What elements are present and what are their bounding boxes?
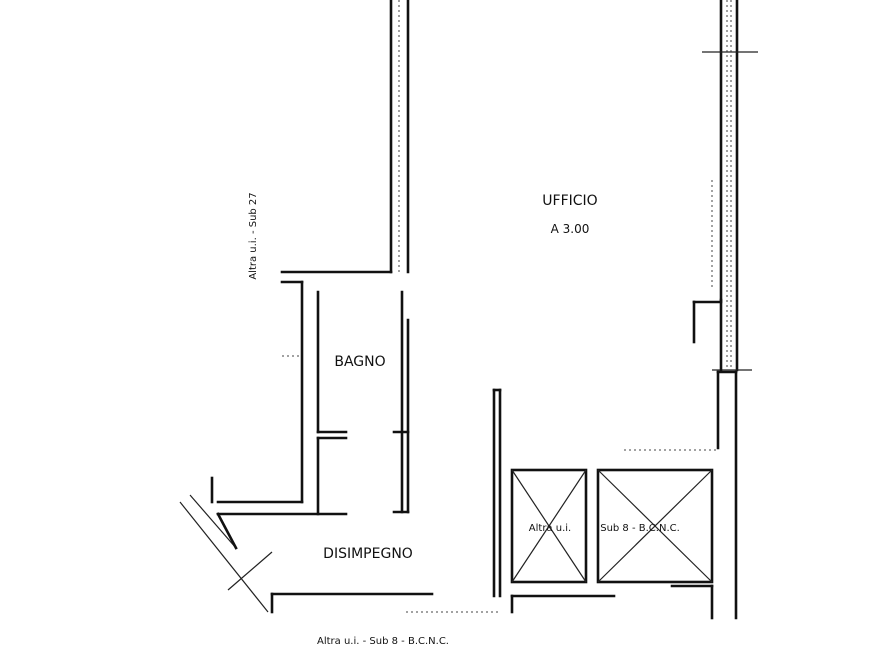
room-label-ufficio: UFFICIO — [542, 193, 597, 209]
annotation-bottom: Altra u.i. - Sub 8 - B.C.N.C. — [317, 636, 449, 647]
room-label-disimpegno: DISIMPEGNO — [323, 546, 413, 562]
wall-bathroom — [210, 280, 410, 516]
annotation-shaft-left: Altra u.i. — [529, 523, 571, 534]
wall-entry-diagonal — [179, 494, 500, 614]
wall-top-left — [280, 0, 410, 274]
wall-lower-right — [492, 388, 716, 620]
annotation-shaft-right: Sub 8 - B.C.N.C. — [600, 523, 680, 534]
shaft-right — [596, 468, 714, 584]
room-label-ufficio-sub: A 3.00 — [551, 222, 590, 236]
room-label-bagno: BAGNO — [334, 354, 385, 370]
shaft-left — [510, 468, 588, 584]
wall-right — [692, 0, 758, 620]
annotation-left-vertical: Altra u.i. - Sub 27 — [248, 192, 259, 279]
